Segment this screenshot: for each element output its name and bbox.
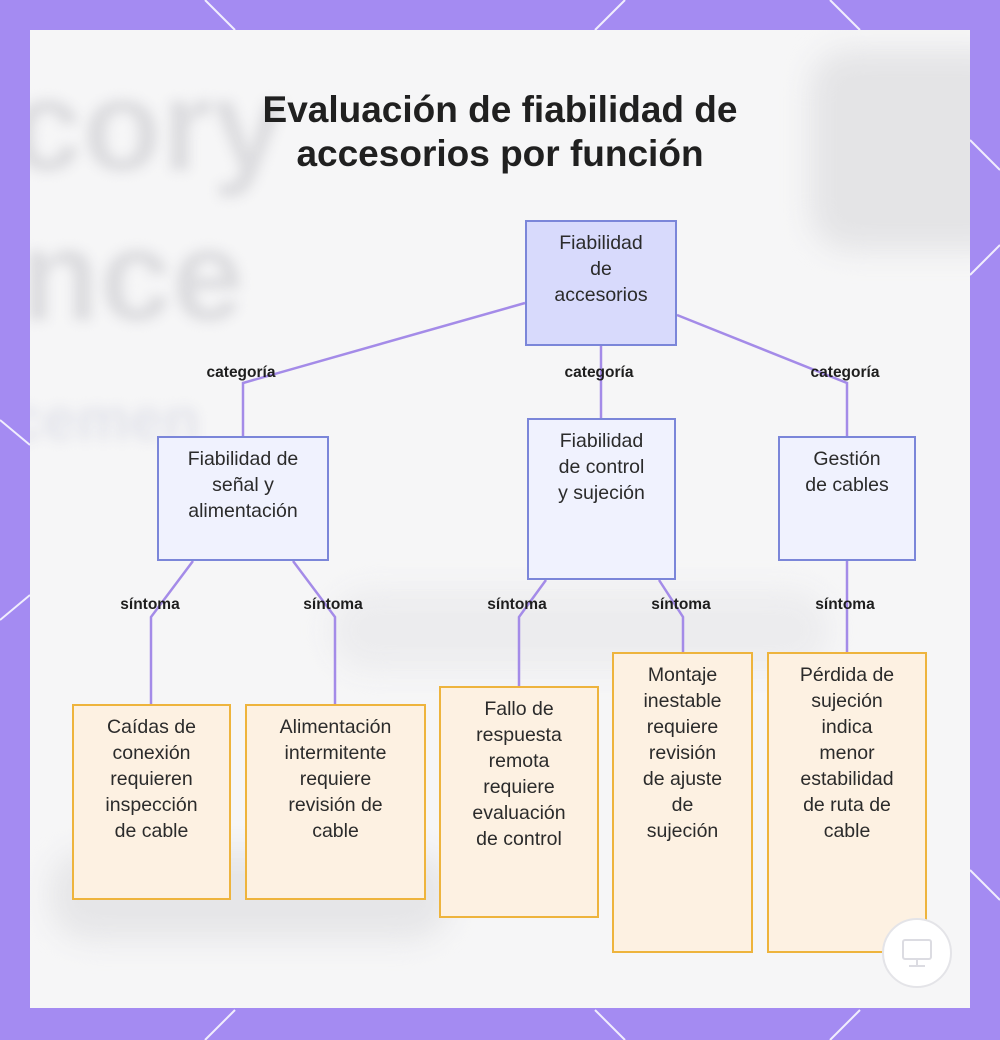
edge-control-to-mount [657,579,685,652]
node-unstable-mount: Montaje inestable requiere revisión de a… [612,652,753,953]
monitor-icon [882,918,952,988]
background-watermark-text: nce [30,202,245,348]
node-remote-response-failure: Fallo de respuesta remota requiere evalu… [439,686,599,918]
background-blur-shape [810,50,970,250]
edge-label-symptom: síntoma [487,596,547,613]
node-grip-loss: Pérdida de sujeción indica menor estabil… [767,652,927,953]
background-watermark-text: cory [30,52,285,198]
edge-label-symptom: síntoma [815,596,875,613]
node-signal-power-reliability: Fiabilidad de señal y alimentación [157,436,329,561]
edge-label-symptom: síntoma [303,596,363,613]
node-intermittent-power: Alimentación intermitente requiere revis… [245,704,426,900]
edge-signal-to-drops [149,560,194,704]
edge-signal-to-power [292,560,337,704]
node-control-grip-reliability: Fiabilidad de control y sujeción [527,418,676,580]
edge-root-to-cables [676,313,849,436]
node-connection-drops: Caídas de conexión requieren inspección … [72,704,231,900]
node-cable-management: Gestión de cables [778,436,916,561]
diagram-edges [149,301,849,704]
edge-label-category: categoría [206,364,276,381]
edge-label-symptom: síntoma [120,596,180,613]
edge-root-to-signal [241,301,526,436]
edge-label-category: categoría [810,364,880,381]
node-accessory-reliability: Fiabilidad de accesorios [525,220,677,346]
edge-label-symptom: síntoma [651,596,711,613]
diagram-title: Evaluación de fiabilidad de accesorios p… [262,89,738,174]
edge-label-category: categoría [564,364,634,381]
edge-control-to-remote [517,579,548,686]
diagram-canvas: cory nce cemen Evaluación de fiabilidad … [30,30,970,1008]
